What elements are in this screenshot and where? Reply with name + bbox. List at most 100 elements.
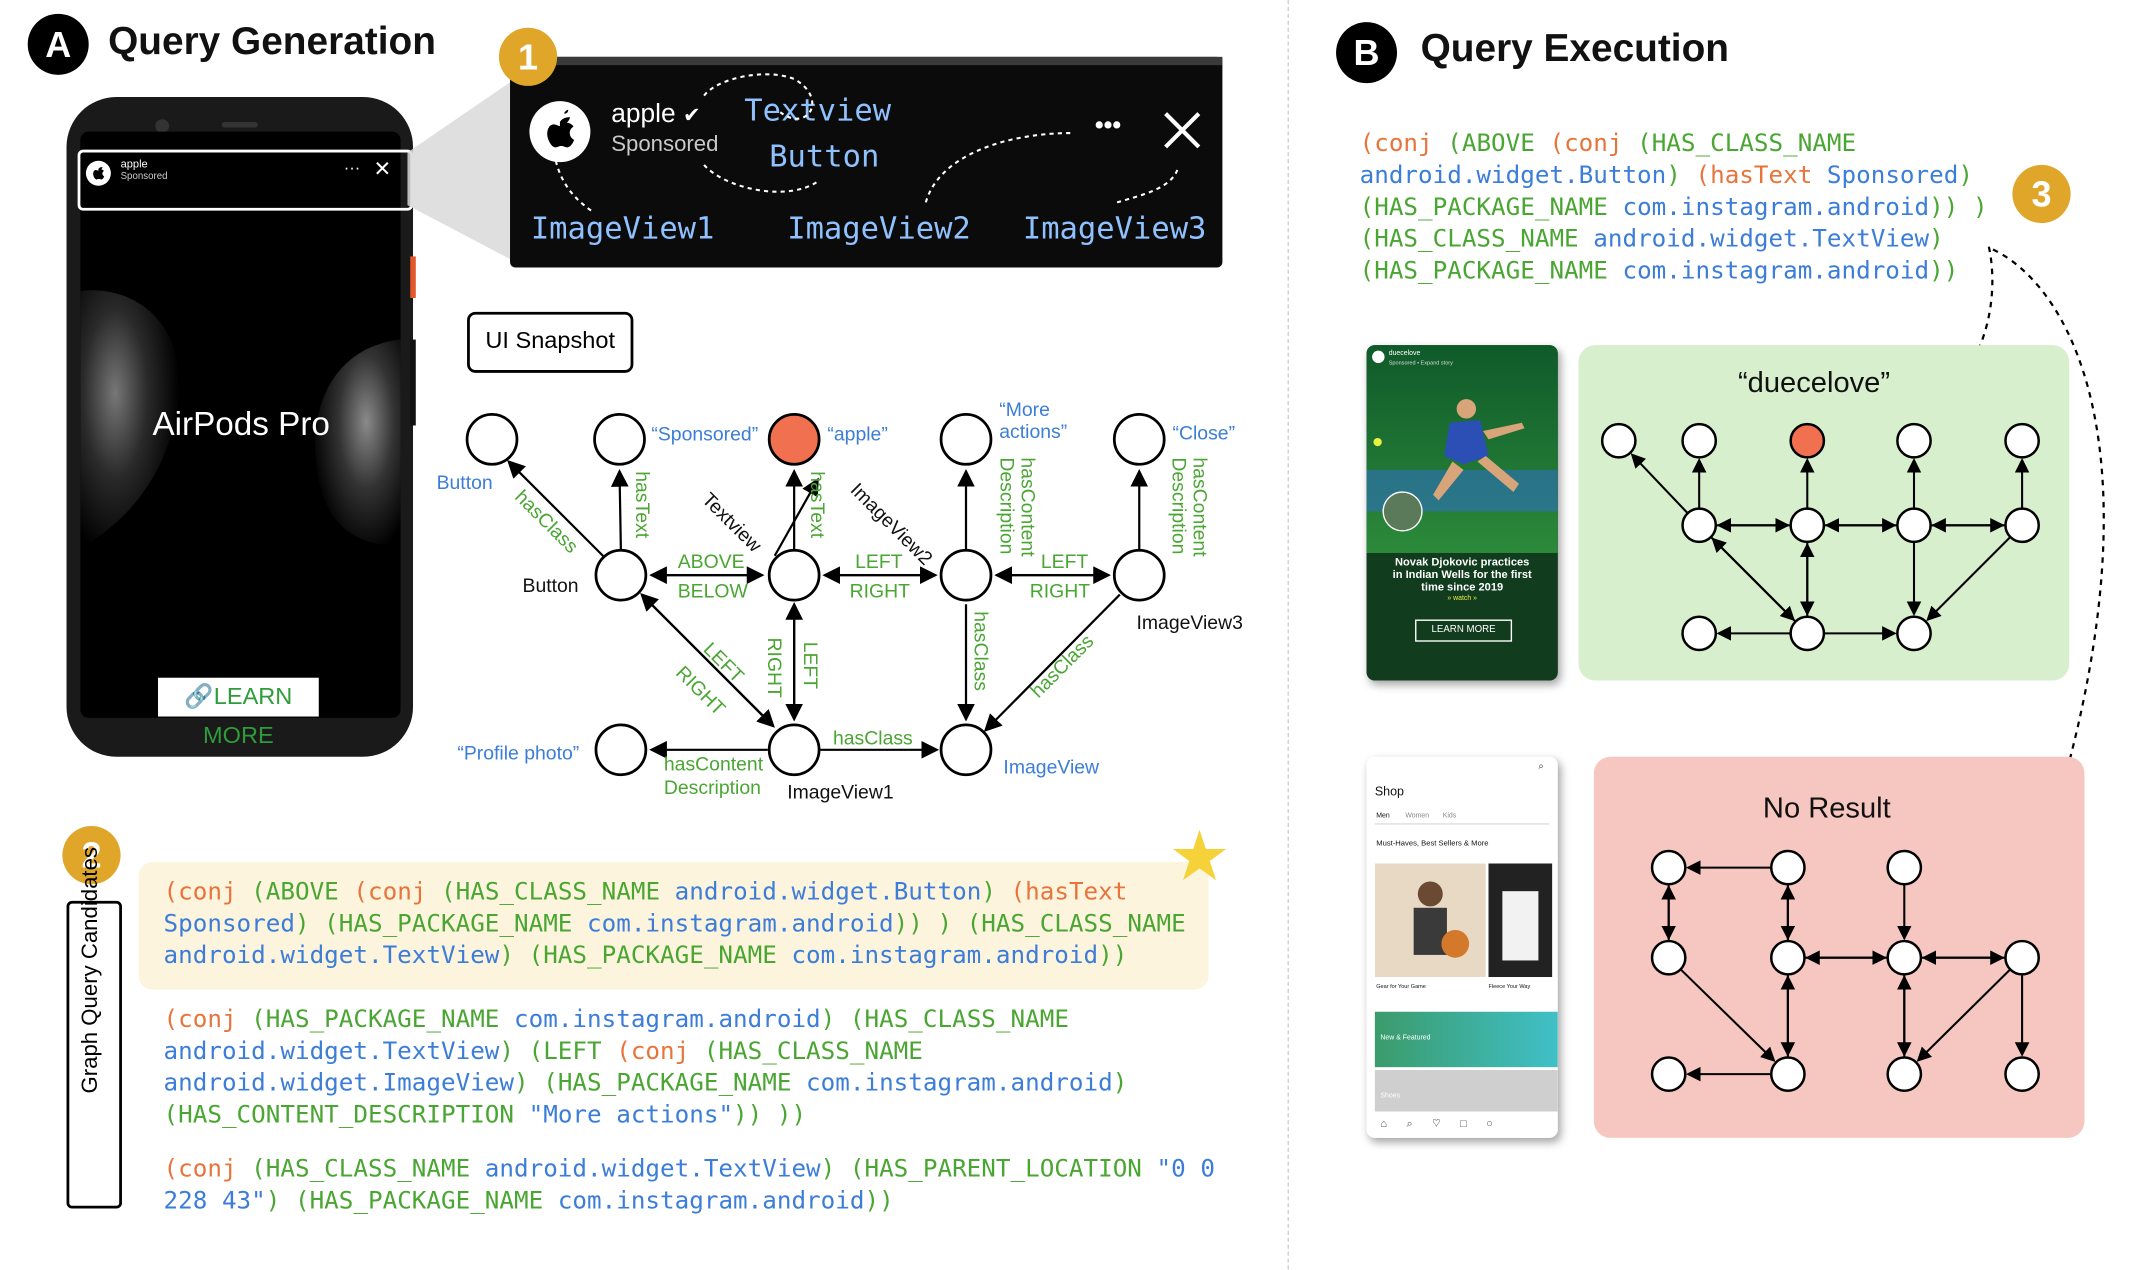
shop-caption-1: Gear for Your Game: [1376, 982, 1426, 990]
label-profile-photo: “Profile photo”: [457, 741, 580, 764]
label-edge-left-2: LEFT: [1040, 550, 1089, 573]
no-result-title: No Result: [1762, 792, 1891, 825]
code-token: android.widget.TextView: [163, 1038, 500, 1066]
code-token: (HAS_CLASS_NAME: [1637, 130, 1857, 158]
nomatch-graph-node: [1769, 1056, 1806, 1092]
graph-node-apple: [767, 413, 821, 466]
zoom-sponsored-label: Sponsored: [611, 133, 719, 157]
code-token: 228 43": [163, 1187, 266, 1216]
phone-speaker: [221, 121, 258, 128]
code-token: Sponsored: [163, 910, 295, 939]
code-token: )): [1929, 257, 1959, 286]
match-graph-node: [1681, 422, 1718, 459]
nomatch-graph-edge: [1916, 968, 2012, 1062]
link-icon: 🔗: [184, 683, 214, 710]
code-token: (HAS_CLASS_NAME: [441, 878, 675, 907]
ad-avatar: [85, 160, 111, 186]
code-token: ) (HAS_CLASS_NAME: [820, 1006, 1069, 1034]
match-graph-node: [1896, 507, 1932, 544]
code-token: com.instagram.android: [806, 1069, 1113, 1098]
match-result-panel: [1578, 345, 2070, 681]
candidate-query-3: (conj (HAS_CLASS_NAME android.widget.Tex…: [164, 1154, 1215, 1218]
match-graph-edge: [1711, 537, 1797, 623]
code-token: com.instagram.android: [1622, 194, 1930, 222]
candidate-query-2: (conj (HAS_PACKAGE_NAME com.instagram.an…: [164, 1005, 1128, 1133]
code-token: (hasText: [1695, 162, 1827, 190]
zoom-button-label: Button: [769, 139, 880, 175]
match-graph-node: [1681, 615, 1718, 652]
label-edge-hascontent-3b: Description: [663, 776, 761, 799]
code-token: (conj: [616, 1038, 704, 1066]
label-more-actions: “More actions”: [999, 397, 1068, 443]
code-token: ): [1666, 162, 1696, 190]
zoom-connector: [407, 80, 513, 261]
match-graph-node: [1681, 507, 1718, 544]
graph-node-imageview3: [1112, 548, 1166, 602]
code-token: ) (HAS_PACKAGE_NAME: [265, 1187, 558, 1216]
code-token: (HAS_CLASS_NAME: [251, 1155, 485, 1184]
zoom-close-icon: [1164, 112, 1201, 149]
nomatch-graph-edge: [1679, 968, 1776, 1063]
code-token: android.widget.TextView: [163, 942, 500, 971]
code-token: ) (HAS_PACKAGE_NAME: [514, 1069, 807, 1098]
ad-account-name: apple: [120, 157, 148, 171]
phone-camera: [155, 119, 170, 134]
code-token: )): [1098, 942, 1128, 971]
shop-product-images: [1374, 863, 1553, 978]
nomatch-graph-node: [1650, 939, 1687, 976]
match-graph-edge: [1926, 536, 2012, 622]
shop-tab-men: Men: [1376, 812, 1390, 821]
airpods-image: [80, 290, 401, 548]
code-token: com.instagram.android: [791, 942, 1099, 971]
step-1-badge: 1: [498, 27, 558, 86]
section-a-title: Query Generation: [108, 19, 436, 63]
code-token: (HAS_CLASS_NAME: [703, 1038, 923, 1066]
zoom-imageview3-label: ImageView3: [1022, 212, 1207, 247]
label-imageview3: ImageView3: [1136, 611, 1243, 634]
ad-close-icon[interactable]: ×: [374, 153, 391, 185]
ad-headline: AirPods Pro: [152, 406, 330, 444]
code-token: (HAS_PACKAGE_NAME: [1359, 257, 1623, 286]
label-edge-right-1: RIGHT: [849, 579, 910, 602]
shop-tab-divider: [1374, 823, 1550, 825]
match-graph-node: [1896, 615, 1932, 652]
match-sponsored: Sponsored • Expand story: [1388, 358, 1453, 366]
nomatch-graph-node: [1650, 1056, 1687, 1092]
zoom-dotted-links: [554, 73, 1180, 213]
match-watch: » watch »: [1447, 594, 1478, 603]
label-button-node: Button: [522, 573, 579, 596]
zoom-top-bar: [510, 56, 1223, 66]
code-token: (conj: [163, 1006, 252, 1034]
label-edge-hasclass-4: hasClass: [832, 726, 913, 749]
shop-tab-women: Women: [1405, 812, 1430, 821]
code-token: android.widget.ImageView: [163, 1069, 515, 1098]
shop-shoes-banner: [1374, 1069, 1558, 1112]
code-token: (ABOVE: [1447, 130, 1550, 158]
label-edge-left-1: LEFT: [855, 550, 903, 573]
graph-node-button-class: [465, 413, 519, 466]
candidates-label-box: [66, 900, 122, 1209]
shop-search-icon: ⌕: [1538, 762, 1544, 772]
zoom-account-name: apple ✔: [611, 99, 701, 129]
zoom-more-icon: •••: [1094, 110, 1122, 139]
match-graph-node: [2004, 422, 2040, 459]
graph-node-close: [1112, 413, 1166, 466]
match-account: duecelove: [1388, 349, 1421, 358]
section-b-title: Query Execution: [1420, 26, 1729, 70]
label-sponsored: “Sponsored”: [651, 422, 759, 445]
ad-more-icon[interactable]: ···: [343, 157, 361, 178]
execution-query: (conj (ABOVE (conj (HAS_CLASS_NAME andro…: [1360, 129, 1988, 288]
code-token: (conj: [1549, 130, 1638, 158]
zoom-imageview1-label: ImageView1: [530, 212, 715, 247]
match-avatar: [1372, 350, 1385, 364]
code-token: )) )): [733, 1101, 807, 1130]
code-token: (ABOVE: [251, 878, 354, 907]
code-token: com.instagram.android: [1622, 257, 1930, 286]
learn-more-button[interactable]: 🔗LEARN MORE: [157, 677, 319, 748]
label-edge-below: BELOW: [677, 579, 748, 602]
code-token: (conj: [1359, 130, 1448, 158]
code-token: android.widget.Button: [1359, 162, 1667, 190]
code-token: ) (HAS_PARENT_LOCATION: [820, 1155, 1157, 1184]
code-token: android.widget.TextView: [1593, 225, 1930, 254]
